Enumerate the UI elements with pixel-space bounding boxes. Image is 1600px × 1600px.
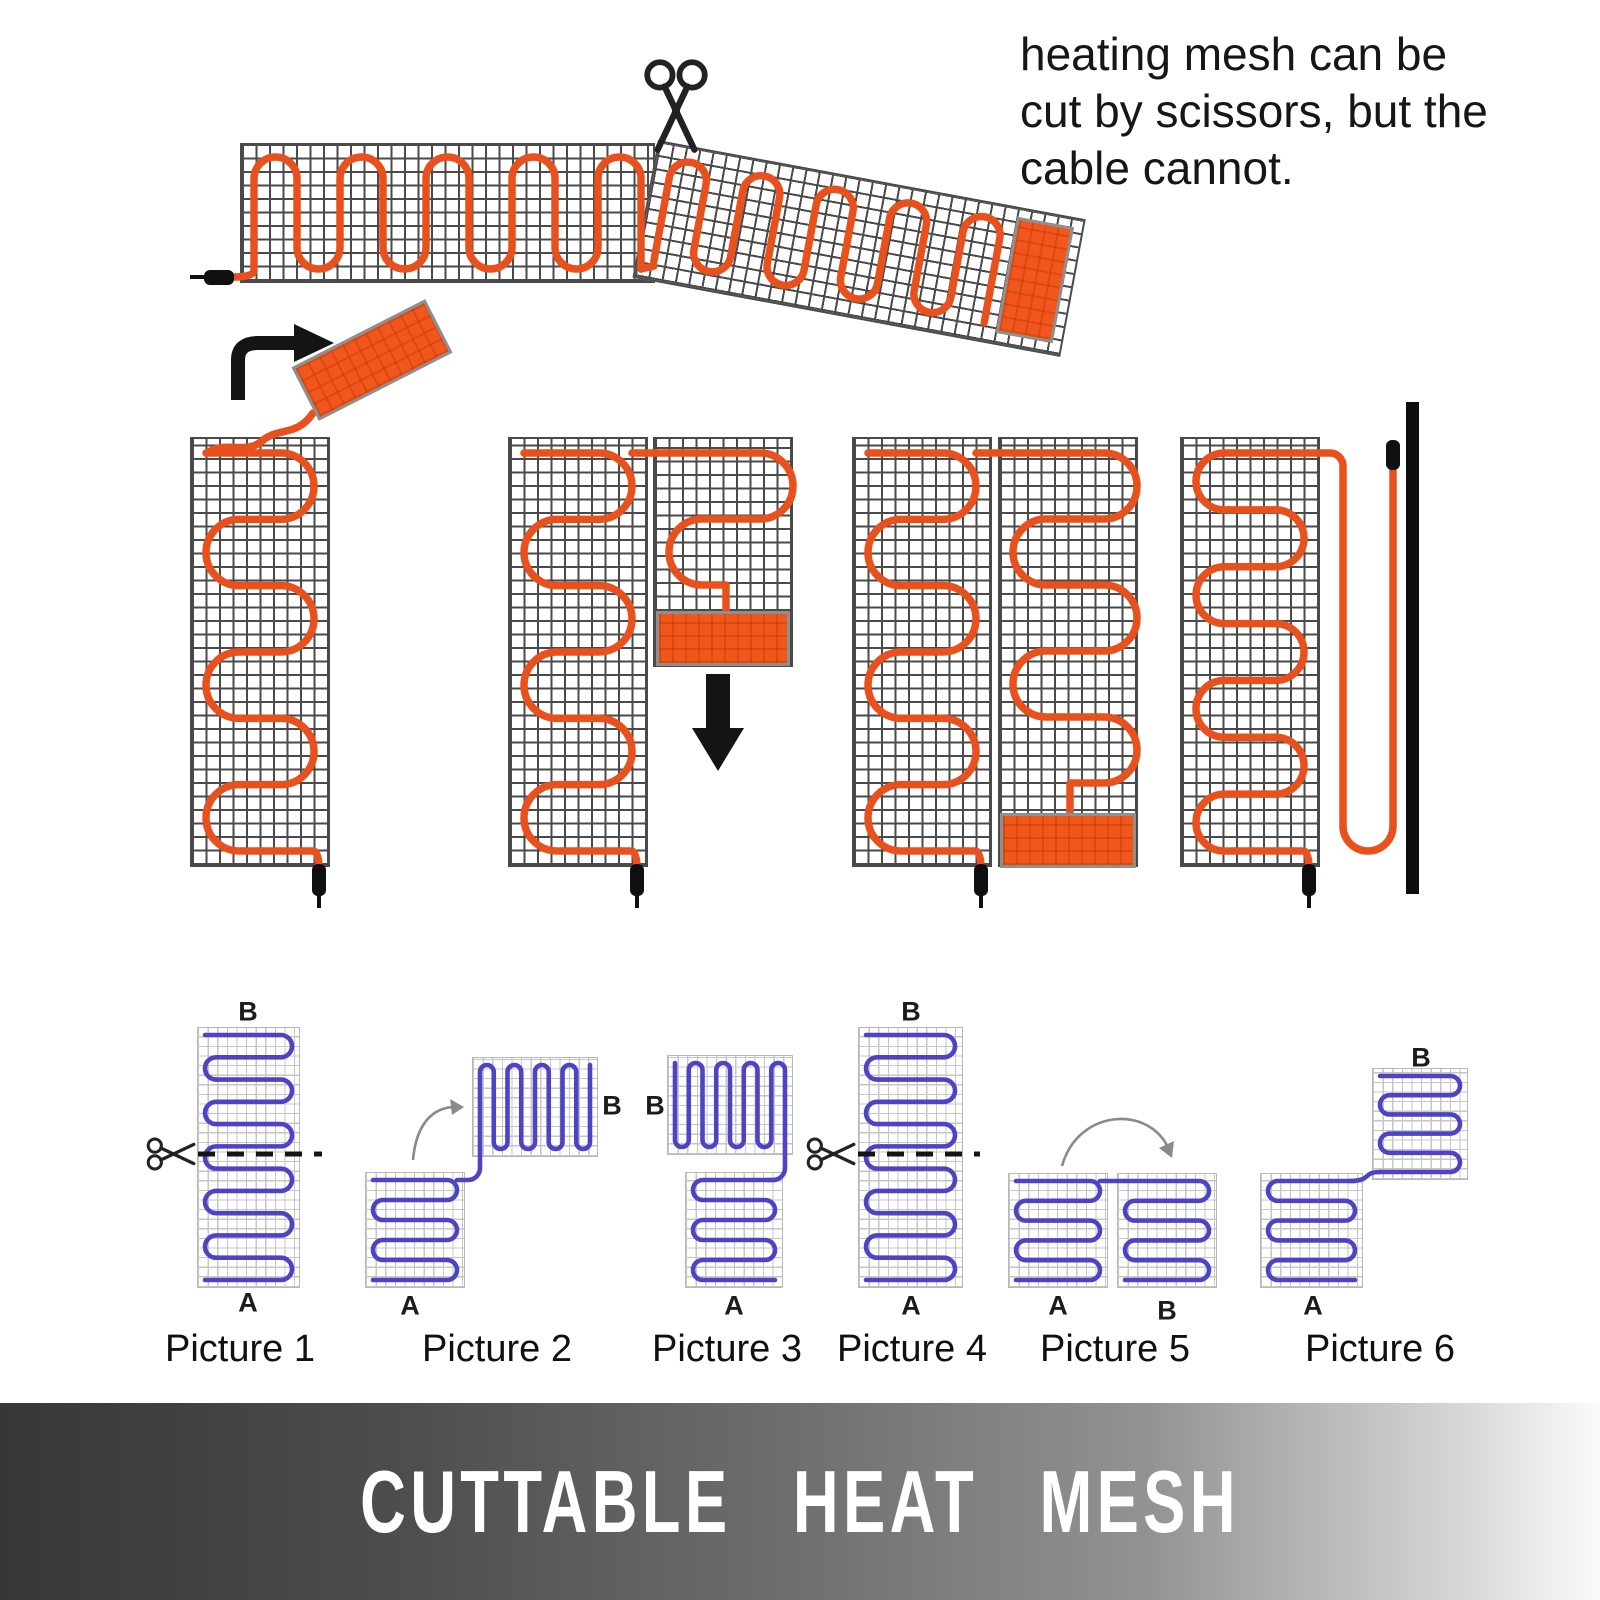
- picture5-mat-b: [1117, 1173, 1217, 1288]
- power-connector-mat4: [974, 864, 988, 896]
- mesh-strip-top-right-tilted: [632, 140, 1086, 357]
- power-connector-mat6: [1302, 864, 1316, 896]
- mesh-mat-6: [1180, 437, 1320, 867]
- connector-pin: [979, 894, 983, 908]
- picture2-mat-b: [472, 1057, 598, 1157]
- connector-pin: [635, 894, 639, 908]
- heading-text: heating mesh can be cut by scissors, but…: [1020, 28, 1488, 194]
- caption-picture-1: Picture 1: [165, 1328, 315, 1370]
- picture5-label-a: A: [1048, 1290, 1068, 1321]
- picture3-mat-b: [667, 1055, 793, 1155]
- scissors-icon: [146, 1137, 196, 1171]
- picture2-mat-a: [365, 1172, 465, 1288]
- picture3-label-b: B: [645, 1090, 665, 1121]
- mat3-patch: [656, 611, 790, 666]
- caption-picture-2: Picture 2: [422, 1328, 572, 1370]
- fold-arc-arrow-icon: [1060, 1117, 1174, 1167]
- cut-piece-patch: [291, 299, 453, 421]
- picture6-mat-a: [1260, 1173, 1363, 1288]
- cold-lead-tip-connector: [1386, 440, 1400, 470]
- mat5-patch: [1000, 813, 1136, 868]
- picture3-label-a: A: [724, 1290, 744, 1321]
- caption-picture-4: Picture 4: [837, 1328, 987, 1370]
- picture2-label-b: B: [602, 1090, 622, 1121]
- mesh-mat-1: [190, 437, 330, 867]
- scissors-icon: [644, 59, 708, 153]
- picture3-mat-a: [685, 1172, 783, 1288]
- picture2-label-a: A: [400, 1290, 420, 1321]
- caption-picture-5: Picture 5: [1040, 1328, 1190, 1370]
- connector-pin: [317, 894, 321, 908]
- connector-pin: [190, 275, 205, 279]
- picture6-label-b: B: [1411, 1042, 1431, 1073]
- picture6-label-a: A: [1303, 1290, 1323, 1321]
- picture5-mat-a: [1008, 1173, 1108, 1288]
- power-connector-mat1: [312, 864, 326, 896]
- picture4-label-b: B: [901, 996, 921, 1027]
- picture1-label-b: B: [238, 996, 258, 1027]
- mesh-strip-top-left: [240, 143, 655, 283]
- connector-pin: [1307, 894, 1311, 908]
- picture1-mat: [197, 1027, 300, 1288]
- down-arrow-icon: [692, 674, 744, 771]
- mesh-mat-2: [508, 437, 648, 867]
- picture6-mat-b: [1372, 1068, 1468, 1180]
- caption-picture-3: Picture 3: [652, 1328, 802, 1370]
- power-connector-top: [204, 270, 234, 285]
- scissors-icon: [806, 1137, 856, 1171]
- picture4-mat: [858, 1027, 963, 1288]
- picture5-label-b: B: [1157, 1295, 1177, 1326]
- picture4-label-a: A: [901, 1290, 921, 1321]
- mesh-mat-5: [998, 437, 1138, 867]
- power-connector-mat2: [630, 864, 644, 896]
- bottom-banner: CUTTABLE HEAT MESH: [0, 1403, 1600, 1600]
- cold-lead-cable-bar: [1406, 402, 1419, 894]
- mesh-mat-4: [852, 437, 992, 867]
- banner-title: CUTTABLE HEAT MESH: [360, 1451, 1240, 1551]
- fold-arrow-icon: [411, 1099, 464, 1161]
- caption-picture-6: Picture 6: [1305, 1328, 1455, 1370]
- picture1-label-a: A: [238, 1287, 258, 1318]
